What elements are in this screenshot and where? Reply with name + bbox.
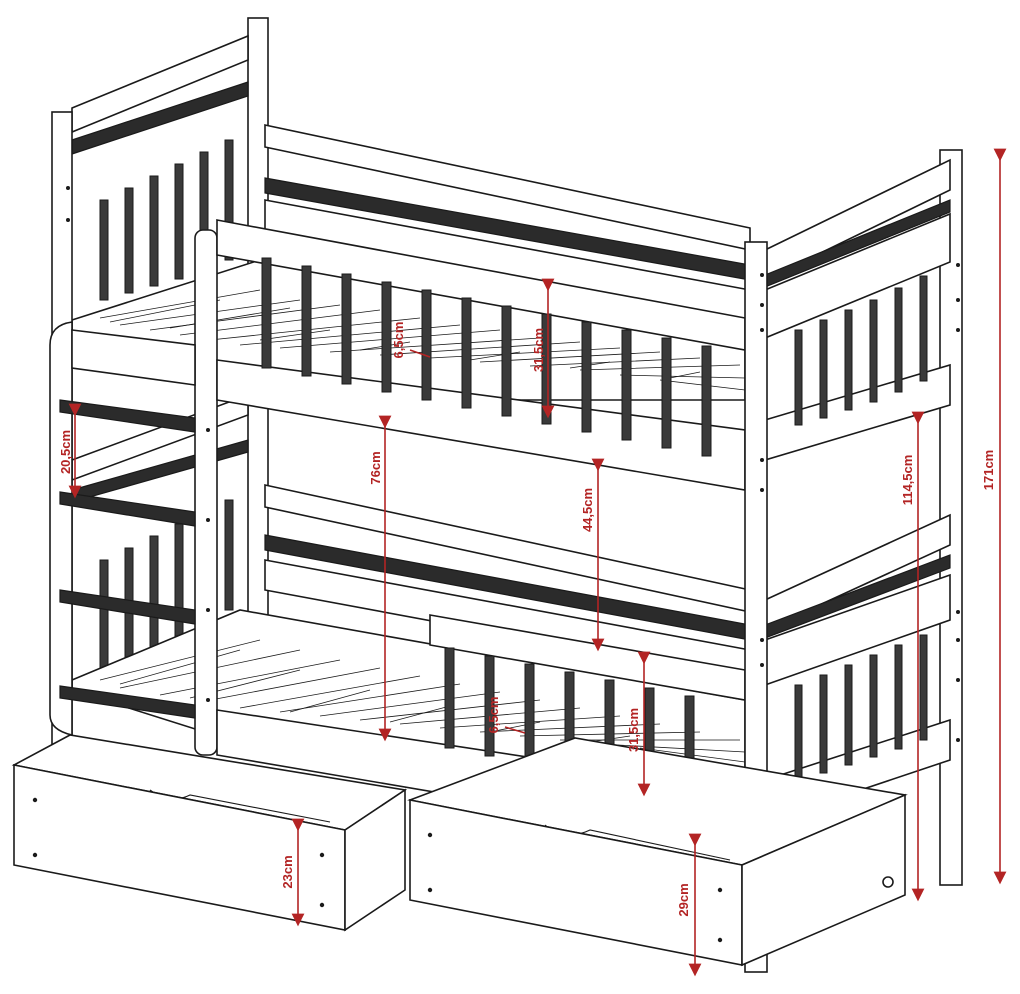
label-ladder-step: 20,5cm bbox=[58, 430, 73, 474]
label-bottom-slat-gap: 6,5cm bbox=[486, 697, 501, 734]
label-bottom-rail-height: 31,5cm bbox=[626, 708, 641, 752]
back-left-post-and-headboard bbox=[71, 17, 269, 724]
back-right-post bbox=[939, 149, 963, 886]
drawer-caster bbox=[882, 876, 894, 888]
ladder-rung-1 bbox=[59, 399, 196, 433]
ladder-rung-4 bbox=[59, 685, 196, 719]
ladder-right-rail bbox=[194, 229, 218, 756]
left-drawer-side bbox=[344, 788, 406, 932]
ladder-rung-2 bbox=[59, 491, 196, 527]
headboard-slats bbox=[99, 139, 234, 301]
label-top-rail-height: 31,5cm bbox=[531, 328, 546, 372]
label-under-top-bed: 76cm bbox=[368, 451, 383, 484]
label-lower-clearance: 44,5cm bbox=[580, 488, 595, 532]
label-drawer-right-height: 29cm bbox=[676, 883, 691, 916]
dim-top-slat-gap-line bbox=[409, 349, 431, 358]
label-drawer-left-height: 23cm bbox=[280, 855, 295, 888]
dimension-lines bbox=[68, 148, 1007, 977]
label-top-slat-gap: 6,5cm bbox=[391, 322, 406, 359]
ladder bbox=[49, 229, 218, 756]
right-end-guards bbox=[764, 158, 951, 824]
top-guard-slats bbox=[261, 257, 712, 457]
back-right-post-holes bbox=[956, 263, 960, 742]
dim-bottom-slat-gap-line bbox=[504, 726, 526, 734]
left-drawer bbox=[11, 734, 408, 932]
ladder-rung-3 bbox=[59, 589, 196, 625]
dimension-labels: 171cm 114,5cm 76cm 44,5cm 31,5cm 6,5cm 3… bbox=[58, 322, 996, 917]
label-total-height: 171cm bbox=[981, 450, 996, 490]
ladder-left-rail bbox=[49, 321, 73, 737]
right-drawer-side bbox=[741, 793, 906, 967]
right-top-end-slats bbox=[794, 275, 928, 426]
label-leg-height: 114,5cm bbox=[900, 455, 915, 506]
ladder-side-board bbox=[71, 329, 196, 386]
right-drawer bbox=[407, 737, 908, 967]
